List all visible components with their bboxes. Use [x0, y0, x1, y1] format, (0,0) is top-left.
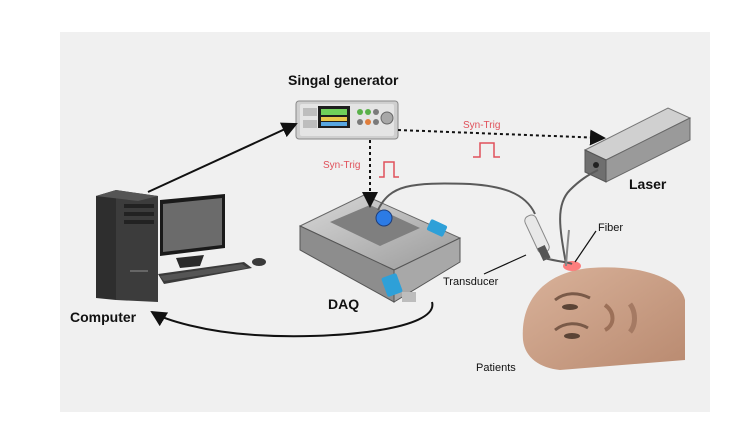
generator-to-laser-arrow	[397, 129, 606, 146]
laser-box-icon	[583, 107, 692, 183]
desktop-computer-icon	[96, 190, 266, 302]
signal-generator-icon	[295, 100, 399, 140]
transducer-label: Transducer	[443, 276, 499, 288]
signal-generator-label: Singal generator	[288, 72, 399, 88]
fiber-pointer-line	[574, 230, 597, 263]
syn-trig-top-label: Syn-Trig	[463, 120, 501, 131]
fiber-label: Fiber	[598, 222, 624, 234]
computer-label: Computer	[70, 309, 137, 325]
daq-device-icon	[298, 194, 462, 303]
syn-trig-left-label: Syn-Trig	[323, 160, 361, 171]
transducer-pointer-line	[483, 254, 527, 275]
cables	[377, 169, 599, 267]
computer-to-generator-arrow	[147, 122, 298, 193]
laser-label: Laser	[629, 176, 667, 192]
daq-to-computer-arrow	[150, 301, 434, 338]
signal-arrows	[147, 122, 606, 338]
ultrasound-transducer-icon	[524, 214, 551, 262]
trigger-pulse-left-icon	[379, 161, 399, 178]
trigger-pulse-top-icon	[473, 142, 500, 158]
patients-label: Patients	[476, 362, 516, 374]
patient-head-icon	[522, 261, 685, 370]
daq-label: DAQ	[328, 296, 360, 312]
